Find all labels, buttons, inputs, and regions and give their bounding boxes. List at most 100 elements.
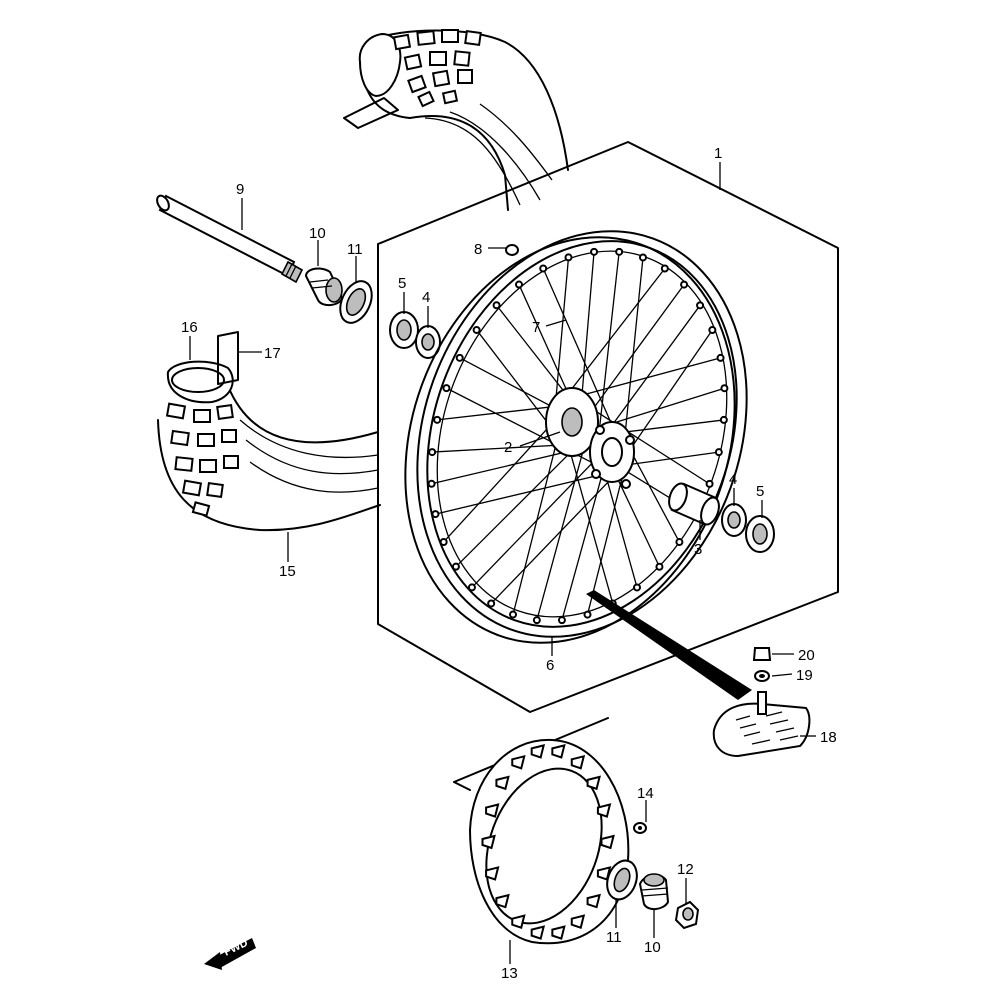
spoke-nipple [455, 353, 464, 362]
spoke-nipple [708, 326, 717, 335]
disc-hole [511, 754, 526, 770]
seal-left-illustration [389, 311, 419, 349]
spoke-nipple [427, 479, 436, 488]
spoke-nipple [716, 353, 725, 362]
spoke-nipple [720, 384, 729, 393]
disc-hole [586, 775, 601, 791]
disc-hole [495, 893, 510, 909]
spoke [616, 419, 724, 434]
spoke [476, 329, 558, 435]
spoke-nipple [451, 562, 460, 571]
nut-bottom-illustration [674, 900, 700, 930]
spoke [625, 441, 680, 543]
callouts: 1 2 3 4 4 5 5 6 7 8 9 10 10 11 11 12 13 … [181, 145, 837, 982]
callout-9: 9 [236, 181, 244, 198]
tire-top-illustration [343, 29, 569, 211]
spoke-nipple [590, 247, 599, 256]
spoke-nipple [439, 537, 448, 546]
spoke-nipple [557, 616, 566, 625]
disc-hole [530, 744, 546, 759]
spoke [443, 420, 555, 543]
spacer-illustration [668, 482, 720, 526]
disc-hole [570, 754, 586, 770]
spoke [490, 466, 624, 604]
spoke [588, 284, 685, 415]
spoke-nipple [655, 562, 664, 571]
callout-7: 7 [532, 319, 540, 336]
spoke [437, 405, 559, 421]
spoke-nipple [428, 448, 437, 457]
callout-18: 18 [820, 729, 837, 746]
spoke [536, 433, 589, 621]
leader-lines [189, 162, 816, 964]
spoke-nipple [492, 301, 501, 310]
disc-hole [596, 803, 612, 818]
spoke-nipple [472, 325, 481, 334]
spoke-nipple [705, 479, 714, 488]
callout-11a: 11 [347, 241, 363, 258]
disc-hole [551, 744, 566, 759]
spoke-nipple [638, 253, 647, 262]
spoke-nipple [514, 280, 523, 289]
callout-10a: 10 [309, 225, 326, 242]
callout-8: 8 [474, 241, 482, 258]
callout-4b: 4 [729, 471, 737, 488]
spoke [435, 471, 613, 515]
spoke-nipple [633, 583, 642, 592]
seal-bottom-illustration [606, 859, 638, 901]
seal-top-illustration [339, 280, 373, 324]
spoke-nipple [615, 247, 624, 256]
tire-left-illustration [157, 331, 381, 532]
callout-13: 13 [501, 965, 518, 982]
callout-6: 6 [546, 657, 554, 674]
disc-hole [600, 834, 615, 850]
callout-15: 15 [279, 563, 296, 580]
callout-17: 17 [264, 345, 281, 362]
disc-hole [485, 803, 500, 818]
callout-5a: 5 [398, 275, 406, 292]
callout-19: 19 [796, 667, 813, 684]
spoke [542, 268, 616, 433]
spoke [580, 251, 595, 402]
spoke-nipple [433, 415, 442, 424]
callout-14: 14 [637, 785, 654, 802]
spoke-nipple [509, 610, 518, 619]
callout-5b: 5 [756, 483, 764, 500]
fwd-arrow-icon: FWD [204, 937, 256, 970]
callout-2: 2 [504, 439, 512, 456]
brake-disc-illustration [468, 738, 647, 945]
spoke-nipple [719, 415, 728, 424]
disc-hole [586, 893, 601, 909]
spoke [559, 268, 666, 405]
callout-11b: 11 [606, 929, 622, 946]
disc-hole [481, 834, 496, 850]
callout-1: 1 [714, 145, 722, 162]
spoke [567, 445, 614, 604]
collar-bottom-illustration [638, 873, 670, 910]
callout-4a: 4 [422, 289, 430, 306]
assembly-box [377, 141, 839, 713]
spoke-nipple [696, 301, 705, 310]
callout-3: 3 [694, 541, 702, 558]
axle-illustration [156, 194, 304, 284]
callout-16: 16 [181, 319, 198, 336]
spoke [582, 402, 710, 485]
spoke [432, 444, 567, 453]
callout-20: 20 [798, 647, 815, 664]
bearing-right-illustration [721, 503, 747, 537]
tube-illustration [586, 590, 811, 758]
spoke [613, 471, 661, 568]
spoke [455, 443, 580, 568]
spoke-nipple [442, 384, 451, 393]
spoke-nipple [660, 264, 669, 273]
disc-hole [551, 925, 566, 940]
spoke-nipple [675, 538, 684, 547]
callout-10b: 10 [644, 939, 661, 956]
seal-right-illustration [745, 515, 775, 553]
spoke-nipple [714, 448, 723, 457]
spoke-nipple [539, 264, 548, 273]
spoke-nipple [680, 280, 689, 289]
spoke-nipple [487, 599, 496, 608]
spoke-nipple [431, 510, 440, 519]
